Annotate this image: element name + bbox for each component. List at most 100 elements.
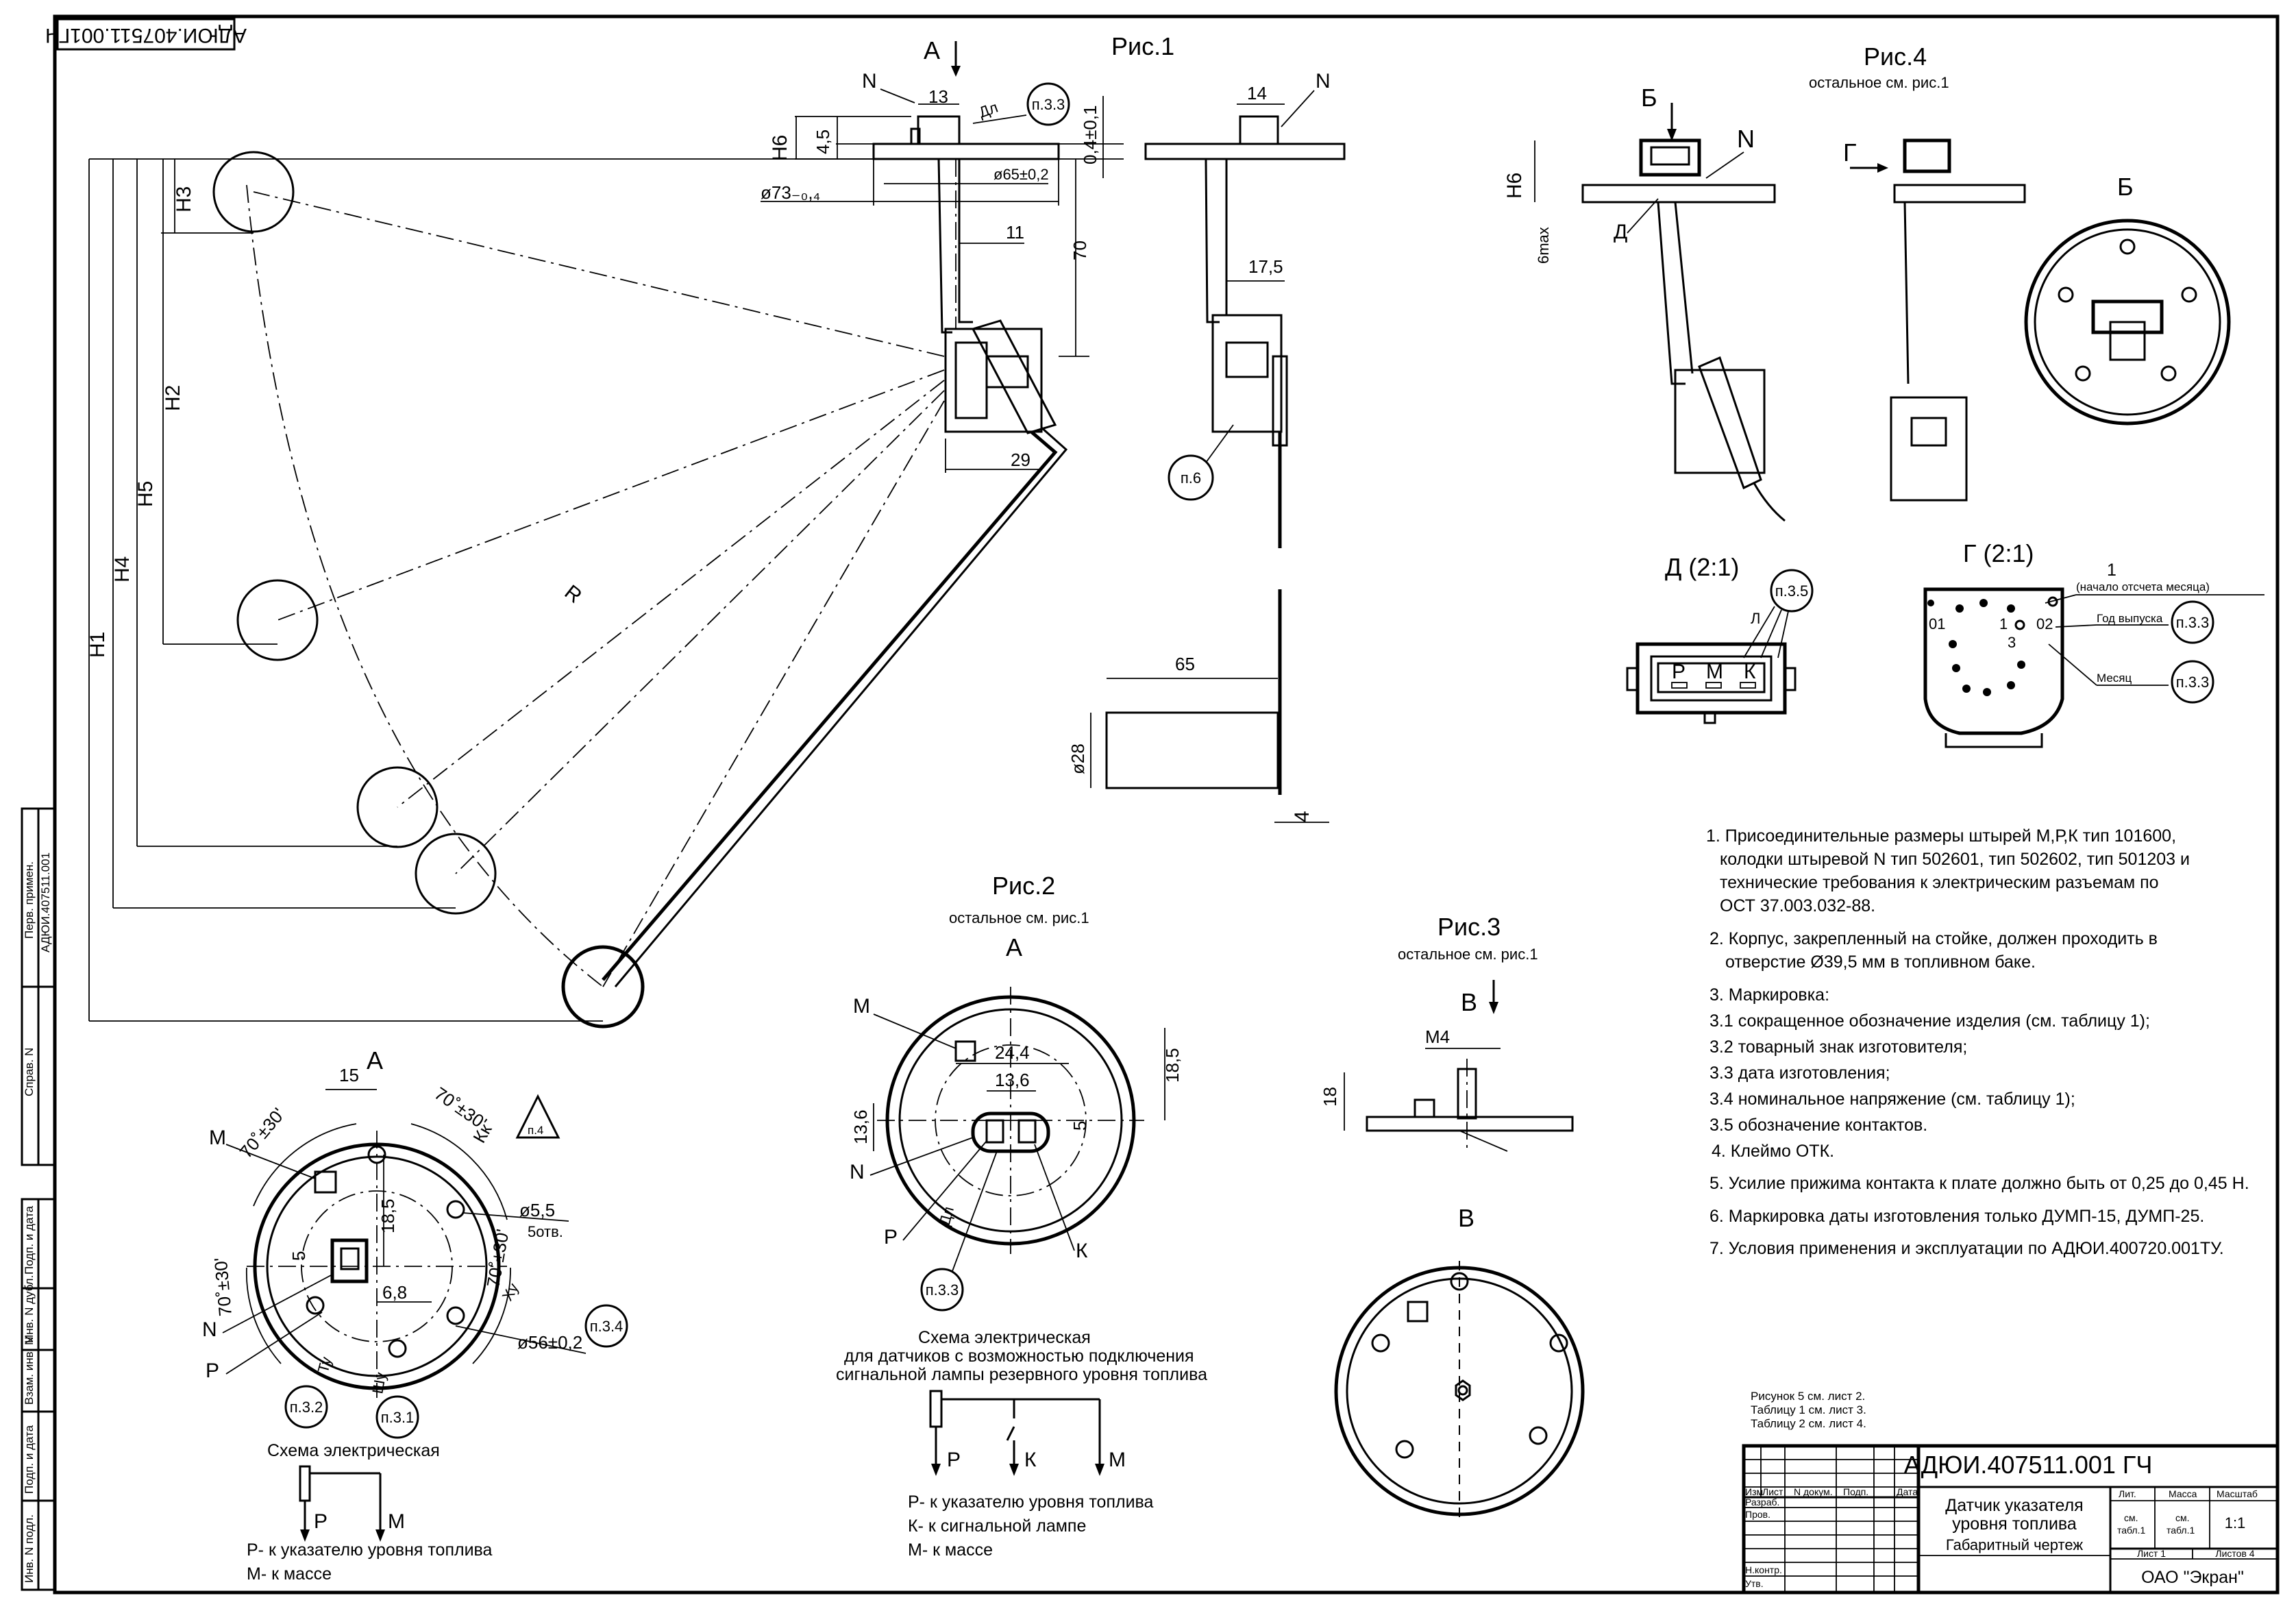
fig1-dim-h6: Н6 <box>769 135 791 161</box>
fig2-callout-p33-text: п.3.3 <box>926 1281 959 1299</box>
fig4-b: Б <box>1641 84 1657 112</box>
schematic2: Схема электрическая для датчиков с возмо… <box>836 1328 1207 1560</box>
fig4-dim-6max: 6max <box>1535 227 1552 264</box>
detail-d-title: Д (2:1) <box>1665 553 1739 581</box>
title-block: Изм Лист N докум. Подп. Дата Разраб. Про… <box>1742 1444 2280 1595</box>
fig1-side-float <box>1105 711 1279 789</box>
fig4-dim-h6: Н6 <box>1503 173 1526 199</box>
detail-g-callout-p33a-text: п.3.3 <box>2176 614 2210 631</box>
tb-data: Дата <box>1897 1486 1918 1497</box>
fig1-dim-d73: ø73₋₀,₄ <box>761 182 820 203</box>
view-a-callout-p31 <box>375 1395 419 1439</box>
detail-d: Д (2:1) п.3.5 Л Р М К <box>1626 553 1814 724</box>
note-1d: ОСТ 37.003.032-88. <box>1720 896 1875 915</box>
fig2-view: А <box>1006 933 1022 961</box>
fig1-lever-arm <box>602 430 1058 981</box>
tb-utv: Утв. <box>1745 1578 1764 1589</box>
schematic2-title-1: Схема электрическая <box>918 1328 1091 1347</box>
detail-d-pin-m: М <box>1706 661 1723 683</box>
schematic1-p: Р <box>314 1510 328 1533</box>
fig1-float-bottom <box>561 945 645 1029</box>
fig1-dim-11: 11 <box>1006 222 1024 243</box>
fig3-subtitle: остальное см. рис.1 <box>1398 946 1538 963</box>
fig2-p: Р <box>884 1226 898 1249</box>
fig1-side-dim-175: 17,5 <box>1248 256 1283 277</box>
fig1-dim-45: 4,5 <box>813 130 833 154</box>
tb-podp: Подп. <box>1843 1486 1868 1497</box>
fig4: Рис.4 остальное см. рис.1 Б N Н6 6max Д … <box>1503 42 2231 522</box>
detail-d-pin-k: К <box>1744 661 1756 683</box>
view-a-dim-d56: ø56±0,2 <box>517 1332 582 1353</box>
detail-g-3: 3 <box>2008 634 2016 651</box>
note-33: 3.3 дата изготовления; <box>1709 1063 1890 1083</box>
fig1-connector <box>917 115 961 145</box>
note-1c: технические требования к электрическим р… <box>1720 873 2159 892</box>
side-stamp-podp1: Подп. и дата <box>23 1205 36 1275</box>
fig4-flange <box>1581 184 1776 204</box>
schematic1-title: Схема электрическая <box>267 1441 440 1460</box>
fig2-dim-5: 5 <box>1070 1121 1090 1131</box>
detail-d-l: Л <box>1751 610 1760 627</box>
detail-g-callout-p33b-text: п.3.3 <box>2176 674 2210 691</box>
note-4: 4. Клеймо ОТК. <box>1712 1142 1834 1161</box>
detail-g-1: 1 <box>1999 615 2008 632</box>
schematic2-title-3: сигнальной лампы резервного уровня топли… <box>836 1365 1207 1384</box>
tb-doc-type: Габаритный чертеж <box>1946 1536 2083 1553</box>
fig2-m-terminal <box>954 1040 976 1062</box>
schematic2-legend-p: Р- к указателю уровня топлива <box>908 1492 1154 1512</box>
side-stamp-perv: Перв. примен. <box>23 861 36 939</box>
ref-table2: Таблицу 2 см. лист 4. <box>1751 1417 1866 1430</box>
view-a-callout-p34-text: п.3.4 <box>590 1318 624 1335</box>
tb-list: Лист <box>1762 1486 1783 1497</box>
detail-d-callout-p35-text: п.3.5 <box>1775 582 1809 600</box>
fig1-side-n: N <box>1316 70 1331 93</box>
detail-g-month: Месяц <box>2097 672 2132 685</box>
schematic2-k: К <box>1024 1449 1037 1471</box>
fig1-dim-h5: Н5 <box>134 481 157 507</box>
note-31: 3.1 сокращенное обозначение изделия (см.… <box>1709 1011 2150 1031</box>
fig1-callout-p33 <box>1026 82 1070 126</box>
view-a-connector <box>330 1238 369 1283</box>
fig1-dim-h4: Н4 <box>111 556 134 582</box>
detail-g-title: Г (2:1) <box>1963 539 2034 567</box>
note-5: 5. Усилие прижима контакта к плате должн… <box>1709 1174 2249 1193</box>
detail-g-year: Год выпуска <box>2097 612 2163 625</box>
tb-razrab: Разраб. <box>1745 1497 1779 1508</box>
fig3-dim-18: 18 <box>1320 1087 1340 1107</box>
fig1-housing <box>944 328 1043 433</box>
fig2: Рис.2 остальное см. рис.1 А М N Р К Дл п… <box>850 872 1183 1312</box>
fig3-view-b: В <box>1461 988 1477 1016</box>
view-a-p4-triangle <box>515 1094 560 1139</box>
schematic2-p: Р <box>947 1449 961 1471</box>
tb-sheet: Лист 1 <box>2137 1548 2166 1559</box>
fig1-dim-29: 29 <box>1011 450 1030 470</box>
tb-mass-v: см. <box>2175 1512 2190 1523</box>
detail-d-callout-p35 <box>1770 569 1814 613</box>
ref-fig5: Рисунок 5 см. лист 2. <box>1751 1390 1865 1403</box>
note-1a: 1. Присоединительные размеры штырей М,Р,… <box>1706 826 2176 846</box>
fig3-flange <box>1366 1116 1574 1132</box>
fig4-view-b: Б <box>2117 173 2134 201</box>
fig1-side-dim-65: 65 <box>1175 654 1195 674</box>
side-stamp-code: АДЮИ.407511.001 <box>39 852 52 952</box>
fig1: Рис.1 А N 13 Дл п.3.3 Н6 4,5 0,4±0,1 ø73… <box>86 32 1346 1029</box>
fig1-n-label: N <box>862 70 877 93</box>
fig4-connector <box>1639 138 1701 177</box>
fig1-dim-d65: ø65±0,2 <box>993 166 1049 183</box>
view-a-n: N <box>202 1318 217 1341</box>
view-a-dim-15: 15 <box>339 1065 359 1085</box>
detail-g-callout-p33b <box>2171 660 2214 704</box>
fig3: Рис.3 остальное см. рис.1 В М4 18 В <box>1320 913 1585 1521</box>
fig1-callout-p33-text: п.3.3 <box>1032 96 1065 113</box>
schematic1-legend-m: М- к массе <box>247 1564 332 1584</box>
view-a-title: А <box>367 1046 383 1074</box>
note-6: 6. Маркировка даты изготовления только Д… <box>1709 1207 2204 1226</box>
view-a-p4: п.4 <box>528 1124 543 1137</box>
fig1-float-mid2 <box>356 766 439 848</box>
fig2-dim-136a: 13,6 <box>995 1070 1030 1090</box>
fig4-d: Д <box>1614 221 1627 243</box>
detail-g-one: 1 <box>2107 561 2116 580</box>
ref-table1: Таблицу 1 см. лист 3. <box>1751 1403 1866 1416</box>
tb-designation: АДЮИ.407511.001 ГЧ <box>1904 1451 2153 1479</box>
